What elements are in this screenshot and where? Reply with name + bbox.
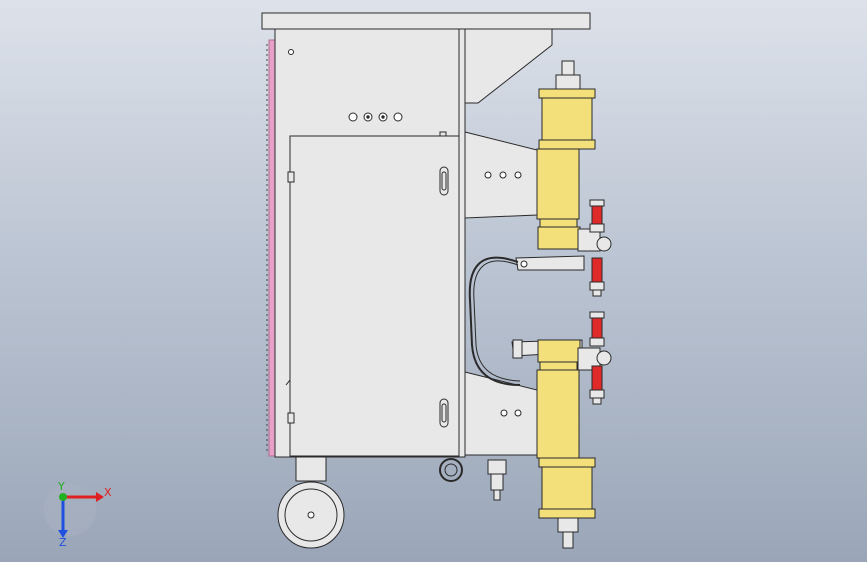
door-hinge-top	[287, 171, 295, 183]
upper-pump-head	[537, 226, 581, 250]
lifting-ring	[439, 458, 463, 482]
upper-cylinder-flange	[538, 88, 596, 99]
drain-fitting	[487, 459, 507, 475]
lower-rod-cap	[562, 531, 574, 549]
cabinet-door	[289, 135, 460, 457]
axis-z-label: Z	[59, 536, 67, 549]
lower-cylinder-flange	[538, 508, 596, 519]
lower-cylinder-barrel	[541, 466, 593, 510]
upper-outlet-plate	[515, 255, 585, 271]
top-plate	[261, 12, 591, 30]
connecting-hose	[468, 256, 521, 386]
lower-bracket-holes	[500, 409, 522, 417]
lower-valve-bottom	[591, 365, 603, 391]
coordinate-triad: X Y Z	[44, 480, 112, 549]
lower-pump-head	[537, 339, 581, 363]
caster-bracket	[295, 456, 327, 482]
corner-screw	[288, 49, 294, 55]
side-seal-strip	[268, 39, 276, 457]
lower-valve-top	[591, 317, 603, 341]
lower-cylinder-body	[536, 369, 580, 459]
axis-y-label: Y	[57, 480, 65, 493]
upper-cylinder-body	[536, 148, 580, 220]
upper-cylinder-barrel	[541, 97, 593, 141]
door-hinge-bottom	[287, 412, 295, 424]
upper-valve-top	[591, 204, 603, 226]
upper-valve-bottom	[591, 257, 603, 283]
upper-bracket-holes	[484, 171, 522, 179]
axis-x-label: X	[104, 486, 112, 499]
hopper	[464, 28, 553, 104]
